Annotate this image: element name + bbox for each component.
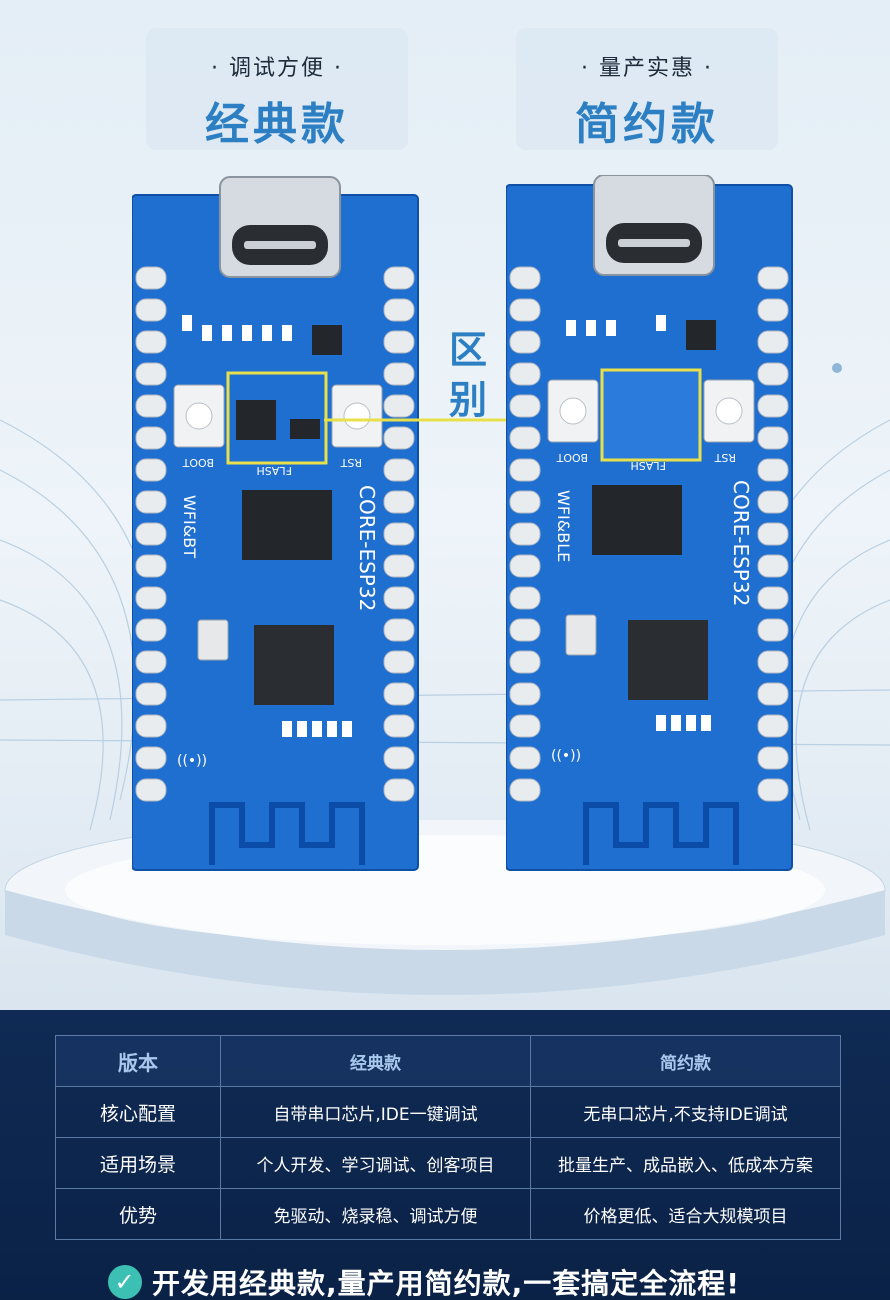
silk-boot: BOOT bbox=[556, 451, 588, 464]
board-classic: ((•)) BOOT FLASH RST CORE-ESP32 WFI&BT bbox=[132, 176, 419, 871]
table-cell: 优势 bbox=[55, 1188, 221, 1240]
table-header: 简约款 bbox=[530, 1035, 841, 1087]
slogan: ✓ 开发用经典款,量产用简约款,一套搞定全流程! bbox=[108, 1262, 740, 1300]
comparison-table: 版本 经典款 简约款 核心配置 自带串口芯片,IDE一键调试 无串口芯片,不支持… bbox=[55, 1035, 841, 1240]
table-row: 优势 免驱动、烧录稳、调试方便 价格更低、适合大规模项目 bbox=[55, 1188, 841, 1240]
table-header: 版本 bbox=[55, 1035, 221, 1087]
silk-flash: FLASH bbox=[631, 459, 667, 472]
slogan-text: 开发用经典款,量产用简约款,一套搞定全流程! bbox=[152, 1267, 741, 1300]
variant-title: 经典款 bbox=[205, 99, 349, 150]
variant-title: 简约款 bbox=[575, 99, 719, 150]
table-cell: 适用场景 bbox=[55, 1137, 221, 1189]
product-showcase: · 调试方便 · 经典款 · 量产实惠 · 简约款 bbox=[0, 28, 890, 995]
table-cell: 价格更低、适合大规模项目 bbox=[530, 1188, 841, 1240]
comparison-section: 版本 经典款 简约款 核心配置 自带串口芯片,IDE一键调试 无串口芯片,不支持… bbox=[0, 1010, 890, 1300]
svg-text:((•)): ((•)) bbox=[177, 753, 207, 769]
difference-label: 区 别 bbox=[438, 325, 498, 425]
difference-char: 别 bbox=[448, 378, 487, 422]
check-icon: ✓ bbox=[108, 1265, 142, 1299]
board-simple: ((•)) BOOT FLASH RST CORE-ESP32 WFI&BLE bbox=[506, 175, 793, 871]
silk-core: CORE-ESP32 bbox=[355, 485, 379, 611]
table-cell: 批量生产、成品嵌入、低成本方案 bbox=[530, 1137, 841, 1189]
silk-rst: RST bbox=[340, 456, 362, 469]
table-cell: 自带串口芯片,IDE一键调试 bbox=[220, 1086, 531, 1138]
silk-flash: FLASH bbox=[257, 464, 293, 477]
table-cell: 无串口芯片,不支持IDE调试 bbox=[530, 1086, 841, 1138]
variant-subtitle: · 量产实惠 · bbox=[580, 56, 713, 81]
svg-text:((•)): ((•)) bbox=[551, 748, 581, 764]
silk-wifi: WFI&BLE bbox=[554, 490, 573, 562]
variant-card-simple: · 量产实惠 · 简约款 bbox=[516, 28, 778, 150]
variant-card-classic: · 调试方便 · 经典款 bbox=[146, 28, 408, 150]
table-header-row: 版本 经典款 简约款 bbox=[55, 1035, 841, 1087]
silk-wifi: WFI&BT bbox=[180, 495, 199, 558]
table-header: 经典款 bbox=[220, 1035, 531, 1087]
difference-char: 区 bbox=[448, 328, 487, 372]
silk-boot: BOOT bbox=[182, 456, 214, 469]
table-cell: 免驱动、烧录稳、调试方便 bbox=[220, 1188, 531, 1240]
table-row: 核心配置 自带串口芯片,IDE一键调试 无串口芯片,不支持IDE调试 bbox=[55, 1086, 841, 1138]
variant-subtitle: · 调试方便 · bbox=[210, 56, 343, 81]
table-cell: 核心配置 bbox=[55, 1086, 221, 1138]
table-cell: 个人开发、学习调试、创客项目 bbox=[220, 1137, 531, 1189]
table-row: 适用场景 个人开发、学习调试、创客项目 批量生产、成品嵌入、低成本方案 bbox=[55, 1137, 841, 1189]
silk-rst: RST bbox=[714, 451, 736, 464]
silk-core: CORE-ESP32 bbox=[729, 480, 753, 606]
